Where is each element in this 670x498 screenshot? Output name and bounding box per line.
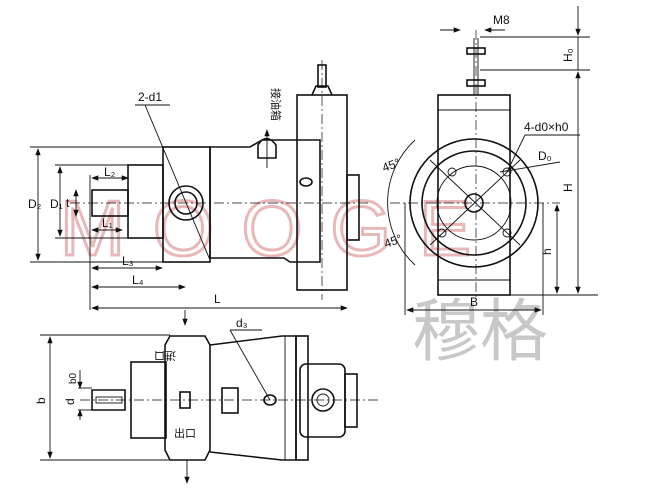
shaft: [91, 389, 126, 411]
top-view: 进口 出口 d₃ b b0 d: [34, 316, 380, 484]
label-h: h: [540, 248, 554, 255]
label-angle-bottom: 45°: [382, 231, 404, 250]
label-L: L: [214, 292, 221, 306]
leader: [229, 329, 271, 401]
leader: [144, 104, 211, 261]
label-outlet: 出口: [174, 426, 196, 440]
bolt-hole: [437, 228, 447, 238]
oil-plug: [299, 177, 313, 187]
label-L3: L₃: [122, 254, 134, 268]
bolt-hole: [447, 167, 457, 177]
angle-arc: [387, 139, 416, 266]
end-view: 4-d0×h0 D₀ 45° 45° M8 H₀ H h B: [380, 6, 598, 315]
leader: [499, 161, 561, 173]
label-D1: D₁: [50, 197, 63, 211]
label-d3: d₃: [236, 316, 248, 330]
label-2-d1: 2-d1: [138, 90, 162, 104]
window: [221, 387, 239, 414]
body-middle: [209, 139, 321, 263]
end-box: [299, 363, 346, 438]
port-block: [164, 335, 211, 461]
drain-fitting: [257, 137, 277, 159]
tapered-body: [209, 335, 297, 461]
label-b0: b0: [68, 372, 79, 384]
label-oil-tank: 接油箱: [269, 88, 283, 121]
label-inlet: 进口: [154, 349, 176, 362]
label-H0: H₀: [561, 48, 575, 62]
side-view: 2-d1 接油箱 D₂ D₁ t L₂ L₁ L₃ L₄ L: [28, 60, 370, 326]
leader: [506, 134, 526, 173]
label-L1: L₁: [102, 216, 113, 230]
end-cap: [344, 373, 358, 428]
label-b: b: [34, 397, 48, 404]
label-D2: D₂: [28, 197, 42, 211]
end-cap: [346, 174, 360, 241]
label-t: t: [66, 196, 70, 210]
label-L2: L₂: [104, 165, 116, 179]
label-angle-top: 45°: [380, 155, 402, 174]
watermark-chinese: 穆格: [412, 293, 548, 372]
label-L4: L₄: [132, 273, 144, 287]
label-M8: M8: [493, 13, 510, 27]
label-4-d0-h0: 4-d0×h0: [524, 120, 569, 134]
bolt-hole: [502, 167, 512, 177]
bolt-hole: [502, 228, 512, 238]
end-ring: [295, 335, 309, 461]
label-H: H: [561, 183, 575, 192]
label-D0: D₀: [538, 149, 552, 163]
label-d: d: [63, 398, 77, 405]
label-B: B: [470, 295, 478, 309]
diag: [429, 159, 521, 246]
